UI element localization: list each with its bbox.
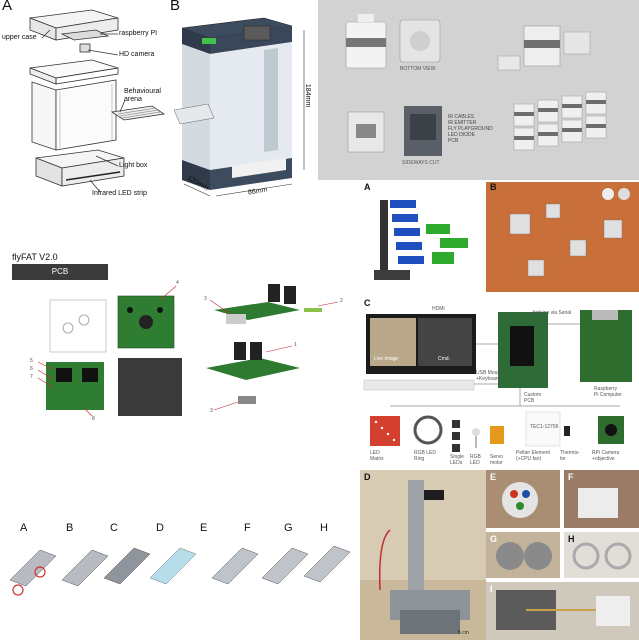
ethoscope-panel: A B C xyxy=(360,180,639,470)
photo-e-letter: E xyxy=(490,472,497,482)
photos-e-i: E F G H I xyxy=(486,470,639,640)
panel-b-letter: B xyxy=(170,0,181,14)
legend-item: PCB xyxy=(448,138,459,144)
flyfat-pcb-panel: flyFAT V2.0 PCB 4 3 2 1 3 5 xyxy=(0,240,360,440)
legend-item: IR CABLES xyxy=(448,114,475,120)
etho-letter-c: C xyxy=(364,298,371,308)
photo-d-scale: 5 cm xyxy=(458,630,469,636)
photo-d-letter: D xyxy=(364,472,371,482)
photos-e-i-images xyxy=(486,470,639,640)
light-box-label: Light box xyxy=(119,162,148,169)
arena-drawings xyxy=(9,545,351,596)
photo-d: D 5 cm xyxy=(360,470,486,640)
render-legend: IR CABLES IR EMITTER FLY PLAYGROUND LED … xyxy=(448,114,493,144)
arena-letter-d: D xyxy=(156,522,164,534)
hdmi-label: HDMI xyxy=(432,306,445,312)
pcb-renders xyxy=(37,284,339,417)
part-rpi-camera: RPi Camera +objective xyxy=(592,450,620,462)
callout-8: 8 xyxy=(92,416,95,422)
legend-item: IR EMITTER xyxy=(448,120,477,126)
etho-letter-b: B xyxy=(490,182,497,192)
part-servo: Servo motor xyxy=(490,454,504,466)
callout-3-bottom: 3 xyxy=(210,408,213,414)
pcb-banner: PCB xyxy=(12,264,108,280)
part-rgb-ring: RGB LED Ring xyxy=(414,450,436,462)
callout-4: 4 xyxy=(176,280,179,286)
part-peltier: Peltier Element (+CPU fan) xyxy=(516,450,550,462)
flyfat-title: flyFAT V2.0 xyxy=(12,252,58,262)
part-thermistor: Thermis- tor xyxy=(560,450,580,462)
infrared-led-label: Infrared LED strip xyxy=(92,190,147,197)
cmd-label: Cmd. xyxy=(438,356,450,362)
arena-letter-e: E xyxy=(200,522,208,534)
part-led-matrix: LED Matrix xyxy=(370,450,384,462)
callout-5: 5 xyxy=(30,358,33,364)
arena-letter-a: A xyxy=(20,522,28,534)
raspberry-label: Raspberry Pi Computer xyxy=(594,386,622,398)
callout-7: 7 xyxy=(30,374,33,380)
arduino-label: Arduino via Serial xyxy=(532,310,572,316)
callout-6: 6 xyxy=(30,366,33,372)
photo-d-image xyxy=(360,470,486,634)
callout-2: 2 xyxy=(340,298,343,304)
callout-3-top: 3 xyxy=(204,296,207,302)
legend-item: LED DIODE xyxy=(448,132,475,138)
ethoscope-drawings xyxy=(363,182,639,452)
arena-letter-h: H xyxy=(320,522,328,534)
arena-letter-f: F xyxy=(244,522,251,534)
custom-pcb-label: Custom PCB xyxy=(524,392,542,404)
photo-h-letter: H xyxy=(568,534,575,544)
height-dimension: 184mm xyxy=(304,83,312,108)
bottom-view-label: BOTTOM VIEW xyxy=(400,66,436,72)
panel-b-render: B 184mm 120mm 86mm xyxy=(168,0,318,208)
peltier-code: TEC1-12706 xyxy=(530,424,559,430)
live-image-label: Live image xyxy=(374,356,399,362)
photo-g-letter: G xyxy=(490,534,498,544)
arena-label: Behavioural arena xyxy=(124,88,161,103)
etho-letter-a: A xyxy=(364,182,371,192)
panel-a-letter: A xyxy=(2,0,13,14)
module-renders xyxy=(345,14,607,156)
upper-case-label: upper case xyxy=(2,34,37,41)
box-render xyxy=(173,17,305,197)
arena-letter-c: C xyxy=(110,522,118,534)
callout-1: 1 xyxy=(294,342,297,348)
panel-a-exploded-view: A upper case raspberry PI HD camera Beha… xyxy=(0,0,168,208)
sideways-cut-label: SIDEWAYS CUT xyxy=(402,160,440,166)
hd-camera-label: HD camera xyxy=(119,51,155,58)
usb-label: USB Mouse +Keyboard xyxy=(476,370,503,382)
arena-inserts-panel: A B C D E F G H xyxy=(0,520,360,630)
photo-i-letter: I xyxy=(490,584,493,594)
raspberry-pi-label: raspberry PI xyxy=(119,30,158,37)
part-single-leds: Single LEDs xyxy=(450,454,464,466)
part-rgb-led: RGB LED xyxy=(470,454,481,466)
arena-letter-b: B xyxy=(66,522,74,534)
arena-letter-g: G xyxy=(284,522,293,534)
pcb-banner-label: PCB xyxy=(51,267,69,276)
legend-item: FLY PLAYGROUND xyxy=(448,126,493,132)
photo-f-letter: F xyxy=(568,472,574,482)
exploded-drawing xyxy=(29,9,166,193)
module-render-sheet: BOTTOM VIEW SIDEWAYS CUT IR CABLES IR EM… xyxy=(318,0,639,180)
